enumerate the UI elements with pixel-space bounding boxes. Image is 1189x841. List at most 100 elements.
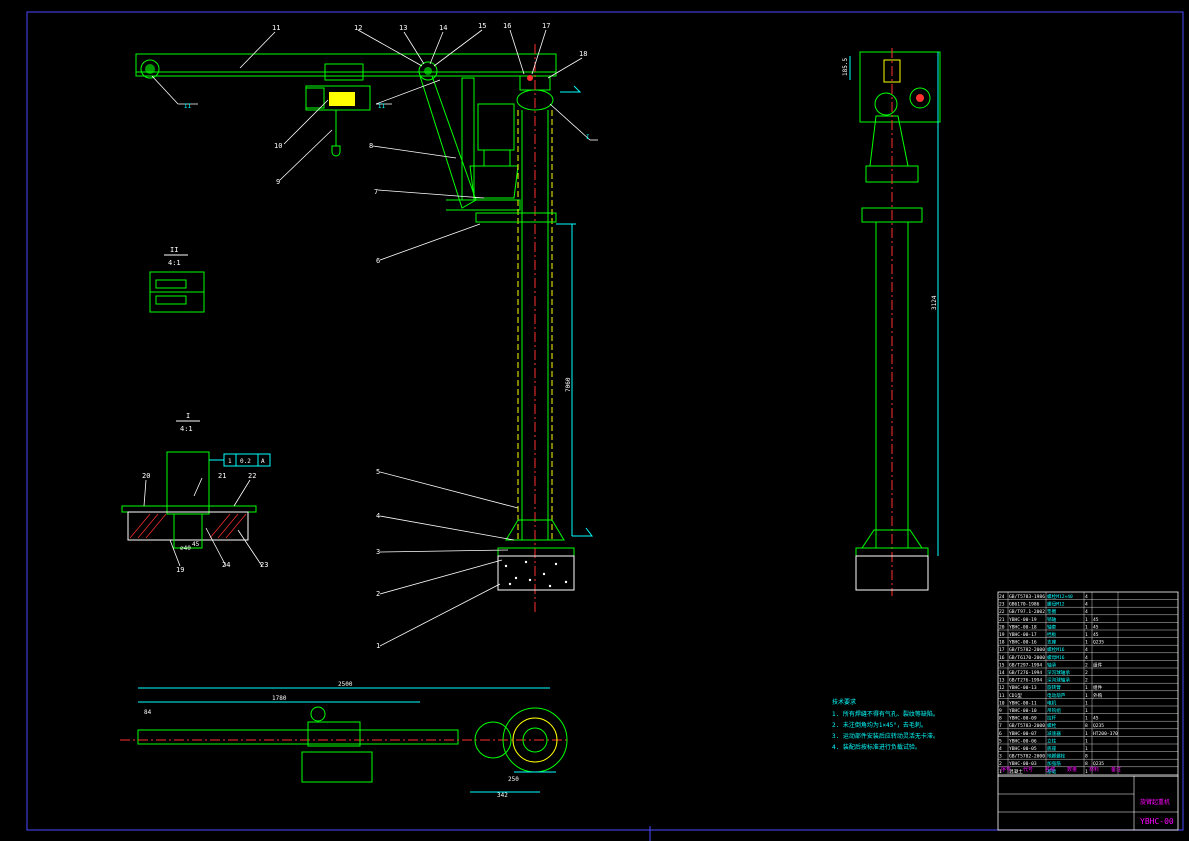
gear-motor-fin	[483, 149, 511, 167]
plan-view: 2500 1780 84 250 342	[120, 681, 570, 799]
detail-dim-2: 45	[192, 541, 200, 548]
bom-header-cell: 备注	[1111, 766, 1121, 773]
bom-cell: 1	[1085, 708, 1088, 714]
detail-I-base	[127, 511, 249, 541]
plan-pulley	[474, 721, 512, 759]
bom-cell: GB/T276-1994	[1009, 678, 1042, 684]
callout-19: 19	[176, 566, 184, 574]
bom-cell: 1	[1085, 738, 1088, 744]
plan-arm	[137, 729, 459, 745]
bom-cell: Q235	[1093, 723, 1104, 729]
bom-header-cell: 名称	[1045, 766, 1055, 773]
section-mark-II-left: II	[184, 103, 192, 110]
bom-cell: 2	[1085, 678, 1088, 684]
callout-12: 12	[354, 24, 362, 32]
bom-cell: 1	[1085, 685, 1088, 691]
dim-overall-span: 2500	[338, 681, 353, 688]
hook	[331, 145, 341, 157]
bom-cell: HT200-370	[1093, 731, 1118, 737]
callout-1: 1	[376, 642, 380, 650]
bom-cell: 3	[999, 754, 1002, 760]
bom-cell: 23	[999, 602, 1005, 608]
level-mark-top	[560, 85, 582, 93]
callout-13: 13	[399, 24, 407, 32]
bom-header-cell: 代号	[1023, 766, 1033, 773]
bom-cell: 螺母M16	[1047, 654, 1065, 661]
bom-cell: YBHC-00-07	[1009, 731, 1037, 737]
bom-cell: 混凝土	[1009, 768, 1023, 775]
pulley	[418, 61, 438, 81]
bom-cell: 1	[1085, 632, 1088, 638]
bom-cell: 4	[1085, 609, 1088, 615]
tech-notes: 技术要求 1. 所有焊缝不得有气孔、裂纹等缺陷。 2. 未注倒角均为1×45°，…	[832, 698, 939, 751]
bom-cell: 电动葫芦	[1047, 692, 1066, 699]
bom-cell: 1	[1085, 716, 1088, 722]
bom-cell: 9	[999, 708, 1002, 714]
bom-cell: 基础	[1047, 768, 1057, 775]
dim-base-a: 250	[508, 776, 519, 783]
bom-cell: 外购	[1093, 692, 1103, 699]
bom-cell: 18	[999, 640, 1005, 646]
bom-cell: 13	[999, 678, 1005, 684]
bom-cell: 1	[1085, 731, 1088, 737]
callout-21: 21	[218, 472, 226, 480]
bom-cell: 21	[999, 617, 1005, 623]
bom-cell: YBHC-00-05	[1009, 746, 1037, 752]
detail-II-pin-bot	[155, 295, 187, 305]
bom-cell: YBHC-00-10	[1009, 708, 1037, 714]
bom-cell: 45	[1093, 716, 1099, 722]
drawing-name: 旋臂起重机	[1140, 798, 1170, 806]
bom-cell: 8	[1085, 754, 1088, 760]
callout-4: 4	[376, 512, 380, 520]
bom-cell: 1	[1085, 640, 1088, 646]
bom-cell: YBHC-00-17	[1009, 632, 1037, 638]
bom-cell: GB/T97.1-2002	[1009, 609, 1045, 615]
callout-5: 5	[376, 468, 380, 476]
bom-cell: 12	[999, 685, 1005, 691]
bom-cell: 16	[999, 655, 1005, 661]
plan-hoist	[307, 721, 361, 747]
bom-cell: 8	[1085, 723, 1088, 729]
bom-cell: GB/T5783-2000	[1009, 723, 1045, 729]
tie-rod	[419, 75, 477, 209]
drawing-number: YBHC-00	[1140, 817, 1174, 826]
bom-cell: 4	[1085, 655, 1088, 661]
bom-cell: YBHC-00-18	[1009, 624, 1037, 630]
callout-7: 7	[374, 188, 378, 196]
callout-8: 8	[369, 142, 373, 150]
bom-cell: 组件	[1093, 684, 1103, 691]
bom-header: 序号代号名称数量材料备注	[1001, 766, 1121, 773]
bom-cell: 1	[1085, 693, 1088, 699]
bom-cell: 2	[999, 761, 1002, 767]
bom-cell: 6	[999, 731, 1002, 737]
bracket	[446, 199, 521, 211]
bom-cell: 45	[1093, 617, 1099, 623]
side-plate	[861, 207, 923, 223]
bom-cell: 立柱	[1047, 737, 1057, 744]
tol-sym: 1	[228, 458, 232, 465]
bom-cell: YBHC-00-06	[1009, 738, 1037, 744]
bom-cell: 24	[999, 594, 1005, 600]
bom-cell: 螺栓	[1047, 722, 1057, 729]
detail-I-leaders	[143, 477, 263, 567]
dim-trolley-travel: 1780	[272, 695, 287, 702]
bom-cell: 1	[1085, 617, 1088, 623]
bom-cell: 15	[999, 662, 1005, 668]
bom-cell: YBHC-00-11	[1009, 700, 1037, 706]
pulley-inner	[424, 67, 432, 75]
plan-hoist-motor	[301, 751, 373, 783]
end-stop-inner	[145, 64, 155, 74]
plan-slewing-inner	[512, 717, 558, 763]
bom-cell: YBHC-00-19	[1009, 617, 1037, 623]
gear-motor	[477, 103, 515, 151]
front-view: 7060	[135, 22, 598, 650]
detail-I-bore	[173, 513, 203, 549]
side-head	[859, 51, 941, 123]
base-gusset	[505, 519, 565, 541]
dim-column-height: 7060	[565, 377, 572, 392]
bom-cell: YBHC-00-03	[1009, 761, 1037, 767]
detail-I-scale: 4:1	[180, 425, 193, 433]
bom-header-cell: 序号	[1001, 766, 1011, 773]
